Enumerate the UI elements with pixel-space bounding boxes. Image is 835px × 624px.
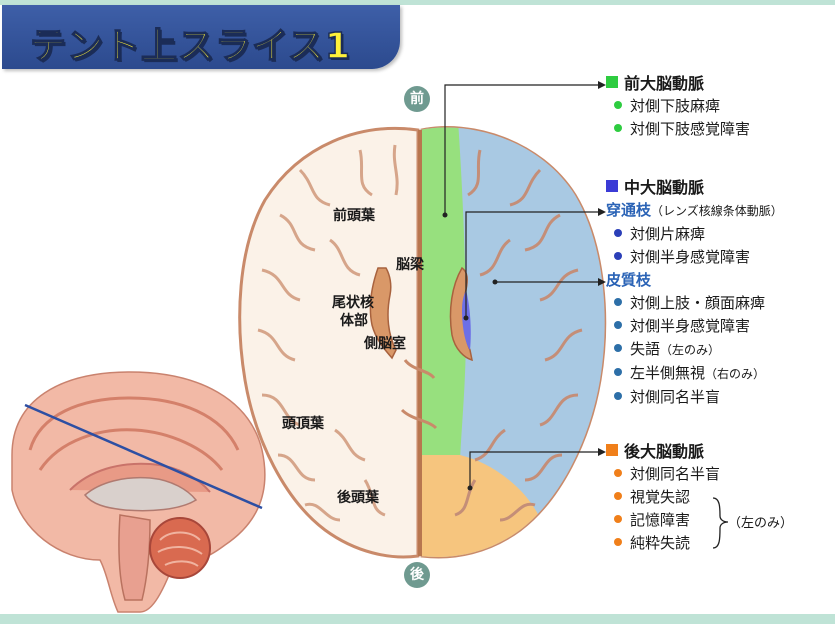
bullet-icon — [614, 101, 622, 109]
cortical-branch-label: 皮質枝 — [606, 271, 652, 289]
bullet-icon — [614, 368, 622, 376]
pca-heading: 後大脳動脈 — [606, 440, 720, 463]
mca-heading: 中大脳動脈 — [606, 176, 783, 199]
title-banner: テント上スライス1 — [2, 5, 400, 69]
list-item: 対側片麻痺 — [606, 223, 783, 246]
leader-lines — [444, 84, 598, 488]
list-item: 対側下肢感覚障害 — [606, 118, 750, 141]
bullet-icon — [614, 469, 622, 477]
caudate-label-2: 体部 — [340, 313, 368, 329]
occipital-lobe-label: 後頭葉 — [337, 490, 379, 506]
bullet-icon — [614, 321, 622, 329]
parietal-lobe-label: 頭頂葉 — [282, 416, 324, 432]
aca-square-icon — [606, 76, 618, 88]
pca-left-only-note: （左のみ） — [728, 516, 794, 531]
bullet-icon — [614, 229, 622, 237]
perforating-branch-label: 穿通枝（レンズ核線条体動脈） — [606, 201, 783, 219]
list-item: 対側下肢麻痺 — [606, 95, 750, 118]
pca-bracket — [712, 497, 729, 549]
bullet-icon — [614, 392, 622, 400]
list-item: 視覚失認 — [606, 486, 720, 509]
back-marker: 後 — [404, 562, 430, 588]
list-item: 左半側無視（右のみ） — [606, 362, 783, 386]
bullet-icon — [614, 538, 622, 546]
top-border — [0, 0, 835, 5]
bullet-icon — [614, 124, 622, 132]
pca-legend: 後大脳動脈 対側同名半盲 視覚失認 記憶障害 純粋失読 — [606, 440, 720, 555]
bullet-icon — [614, 515, 622, 523]
list-item: 対側同名半盲 — [606, 463, 720, 486]
caudate-label-1: 尾状核 — [332, 295, 374, 311]
list-item: 対側上肢・顔面麻痺 — [606, 292, 783, 315]
ventricle-label: 側脳室 — [364, 336, 406, 352]
list-item: 対側半身感覚障害 — [606, 315, 783, 338]
bullet-icon — [614, 492, 622, 500]
front-marker: 前 — [404, 86, 430, 112]
corpus-callosum-label: 脳梁 — [396, 257, 424, 273]
frontal-lobe-label: 前頭葉 — [333, 208, 375, 224]
mca-square-icon — [606, 180, 618, 192]
pca-square-icon — [606, 444, 618, 456]
list-item: 対側半身感覚障害 — [606, 246, 783, 269]
bullet-icon — [614, 298, 622, 306]
mca-legend: 中大脳動脈 穿通枝（レンズ核線条体動脈） 対側片麻痺 対側半身感覚障害 皮質枝 … — [606, 176, 783, 409]
bullet-icon — [614, 252, 622, 260]
list-item: 純粋失読 — [606, 532, 720, 555]
aca-heading: 前大脳動脈 — [606, 72, 750, 95]
list-item: 失語（左のみ） — [606, 338, 783, 362]
list-item: 対側同名半盲 — [606, 386, 783, 409]
aca-legend: 前大脳動脈 対側下肢麻痺 対側下肢感覚障害 — [606, 72, 750, 141]
axial-brain — [238, 126, 607, 559]
list-item: 記憶障害 — [606, 509, 720, 532]
page-title: テント上スライス1 — [29, 25, 351, 68]
bottom-border — [0, 614, 835, 624]
sagittal-brain-inset — [11, 371, 266, 613]
bullet-icon — [614, 344, 622, 352]
